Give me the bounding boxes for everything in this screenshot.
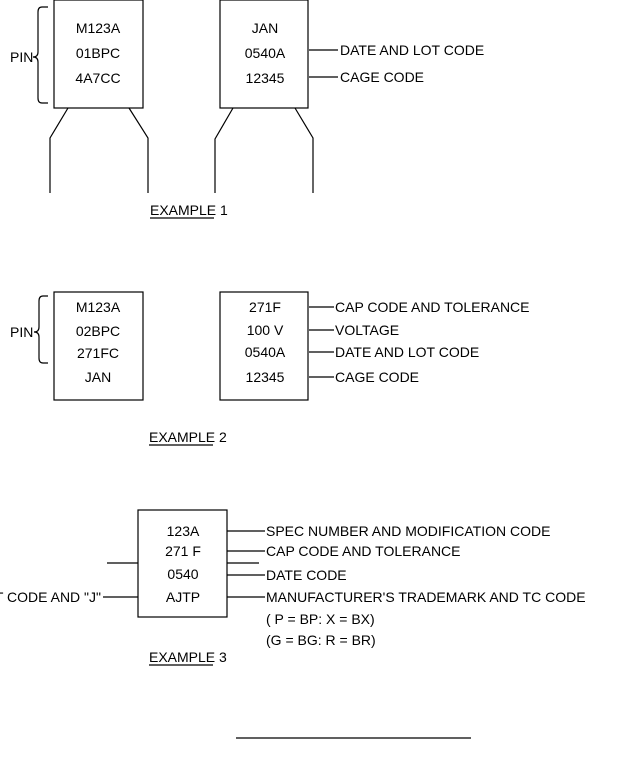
marking-line: 0540A [245,344,286,360]
marking-line: JAN [85,369,111,385]
lead [294,107,314,193]
callout-label: LOT CODE AND "J" [0,589,101,605]
component-body-right [219,0,309,109]
callout-label: MANUFACTURER'S TRADEMARK AND TC CODE [266,589,586,605]
marking-line: 271 F [165,543,201,559]
callout-label: SPEC NUMBER AND MODIFICATION CODE [266,523,550,539]
lead [49,107,69,193]
example-caption: EXAMPLE 2 [149,429,227,445]
lead [128,107,149,193]
marking-line: 0540 [167,566,198,582]
pin-label: PIN [10,49,33,65]
callout-label: DATE AND LOT CODE [340,42,484,58]
lead [214,107,234,193]
marking-line: M123A [76,20,121,36]
note-line: (G = BG: R = BR) [266,632,376,648]
marking-line: 01BPC [76,45,120,61]
callout-label: DATE AND LOT CODE [335,344,479,360]
marking-line: 4A7CC [75,70,120,86]
component-body-right [219,291,309,401]
callout-label: CAP CODE AND TOLERANCE [335,299,530,315]
pin-brace [32,6,48,104]
callout-label: CAGE CODE [335,369,419,385]
marking-line: 123A [167,523,200,539]
component-body-left [53,291,144,401]
marking-line: 100 V [247,322,284,338]
note-line: ( P = BP: X = BX) [266,611,375,627]
marking-line: 271F [249,299,281,315]
component-body-left [53,0,144,109]
pin-brace [33,295,48,364]
example-caption: EXAMPLE 3 [149,649,227,665]
pin-label: PIN [10,324,33,340]
example-3: 123A 271 F 0540 AJTP LOT CODE AND "J" SP… [0,509,586,666]
example-2: PIN M123A 02BPC 271FC JAN 271F 100 V 054… [10,291,530,446]
callout-label: CAGE CODE [340,69,424,85]
marking-line: 02BPC [76,323,120,339]
marking-line: 12345 [246,70,285,86]
callout-label: VOLTAGE [335,322,399,338]
marking-line: M123A [76,299,121,315]
example-1: PIN M123A 01BPC 4A7CC JAN 0540A 12345 DA… [10,0,484,219]
callout-label: CAP CODE AND TOLERANCE [266,543,461,559]
marking-line: JAN [252,20,278,36]
marking-line: 271FC [77,345,119,361]
marking-line: 0540A [245,45,286,61]
callout-label: DATE CODE [266,567,347,583]
marking-line: AJTP [166,589,200,605]
example-caption: EXAMPLE 1 [150,202,228,218]
marking-line: 12345 [246,369,285,385]
